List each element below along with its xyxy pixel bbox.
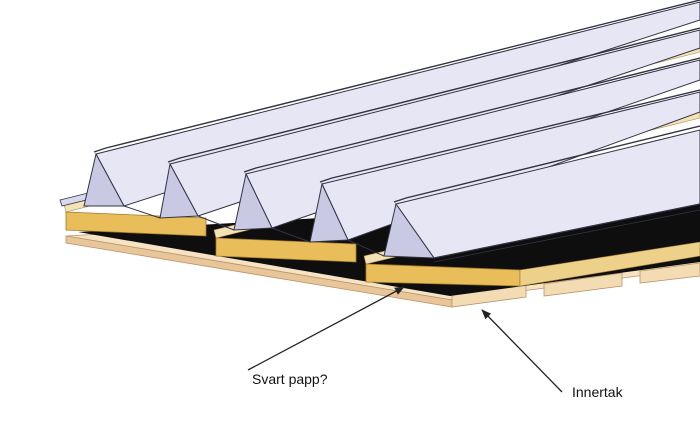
sheet-valley-1 <box>123 205 161 219</box>
label-innertak: Innertak <box>572 384 623 400</box>
sheet-valley-2 <box>197 215 235 231</box>
ceiling-board-3 <box>639 262 700 284</box>
arrow-svart-papp <box>247 286 405 371</box>
sheet-rib-5 <box>383 125 700 263</box>
arrow-innertak <box>481 309 563 393</box>
label-svart-papp: Svart papp? <box>252 371 328 387</box>
ceiling-board-2 <box>543 272 623 297</box>
sheet-valley-3 <box>271 227 311 243</box>
sheet-valley-4 <box>347 239 385 257</box>
trapezoid-roof-sheet <box>59 0 700 263</box>
